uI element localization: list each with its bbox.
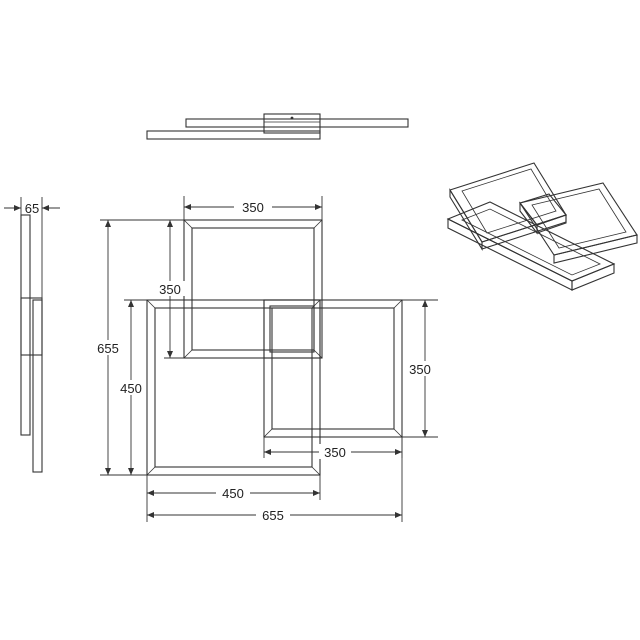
dim-small-height-label: 350 <box>159 282 181 297</box>
dim-small-width-label: 350 <box>242 200 264 215</box>
dim-depth-label: 65 <box>25 201 39 216</box>
dim-total-width-label: 655 <box>262 508 284 523</box>
dim-total-height-label: 655 <box>97 341 119 356</box>
screw-dot <box>290 116 294 120</box>
front-view: 350 350 655 450 350 350 4 <box>92 196 438 523</box>
side-view: 65 <box>4 197 60 473</box>
dim-bottom-right-width-label: 350 <box>324 445 346 460</box>
isometric-view <box>446 162 638 291</box>
top-profile-view <box>146 113 409 140</box>
dim-large-height-label: 450 <box>120 381 142 396</box>
dim-large-width-label: 450 <box>222 486 244 501</box>
dim-right-height-label: 350 <box>409 362 431 377</box>
